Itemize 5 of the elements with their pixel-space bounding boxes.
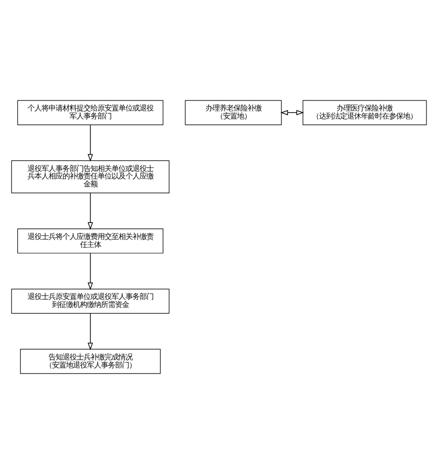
arrow: [87, 252, 92, 290]
arrow: [280, 110, 304, 116]
arrow: [87, 124, 92, 162]
arrow: [87, 192, 92, 230]
arrow: [87, 313, 92, 350]
